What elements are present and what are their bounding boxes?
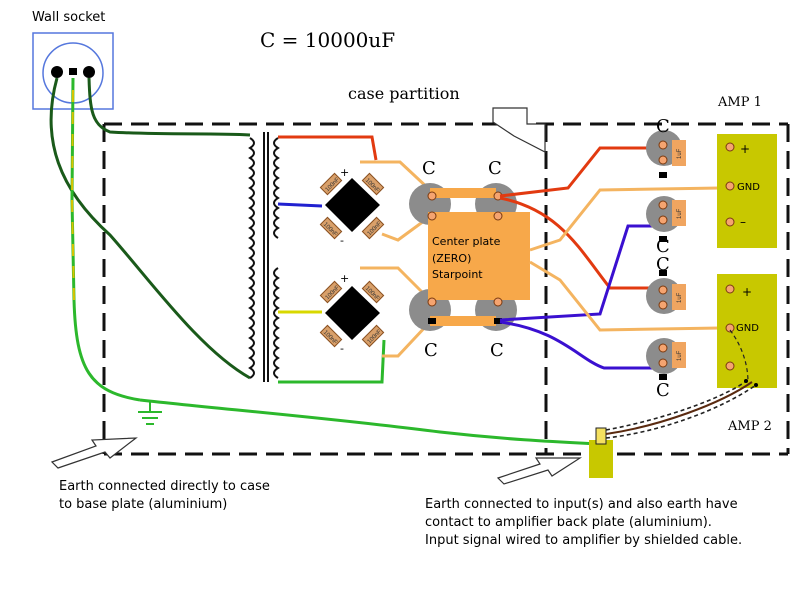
capacitance-heading: C = 10000uF <box>260 28 395 52</box>
cap-label-top-left: C <box>422 158 436 179</box>
svg-text:1uF: 1uF <box>677 350 683 361</box>
amp1-gnd-label: GND <box>737 182 760 193</box>
case-earth-note-line-2: to base plate (aluminium) <box>59 497 227 512</box>
amp-cap-label-2: C <box>656 236 670 257</box>
amp1-minus-label: – <box>740 215 746 229</box>
center-plate-line-2: (ZERO) <box>432 252 471 265</box>
svg-text:-: - <box>340 342 344 355</box>
partition-arrow <box>492 107 546 153</box>
amp2-plus-label: + <box>742 285 752 299</box>
transformer <box>248 132 280 382</box>
case-earth-arrow <box>50 437 138 469</box>
shielded-cable <box>605 329 758 439</box>
amp2-gnd-label: GND <box>736 323 759 334</box>
amp1-board <box>717 134 777 248</box>
svg-text:-: - <box>340 234 344 247</box>
amp2-label: AMP 2 <box>727 419 772 434</box>
center-plate-line-3: Starpoint <box>432 268 483 281</box>
amp1-label: AMP 1 <box>717 95 762 110</box>
input-earth-note-line-3: Input signal wired to amplifier by shiel… <box>425 533 742 548</box>
cap-label-bottom-left: C <box>424 340 438 361</box>
amp-cap-label-1: C <box>656 116 670 137</box>
center-plate <box>428 188 530 326</box>
svg-text:+: + <box>340 166 349 179</box>
case-outline <box>102 122 790 456</box>
svg-text:1uF: 1uF <box>677 292 683 303</box>
input-earth-arrow <box>496 457 583 485</box>
amp-capacitors: 1uF 1uF 1uF 1uF <box>646 130 686 380</box>
center-plate-line-1: Center plate <box>432 235 501 248</box>
earth-ground-symbol <box>138 402 162 425</box>
input-connector <box>589 427 613 478</box>
amp1-plus-label: + <box>740 142 750 156</box>
bridge-rectifier-top: 100nF 100nF 100nF 100nF + - <box>319 166 385 247</box>
bridge-rectifier-bottom: 100nF 100nF 100nF 100nF + - <box>319 272 385 355</box>
svg-text:1uF: 1uF <box>677 208 683 219</box>
case-partition-label: case partition <box>348 84 460 103</box>
svg-text:1uF: 1uF <box>677 148 683 159</box>
capacitor-terminals <box>427 191 503 324</box>
case-earth-note-line-1: Earth connected directly to case <box>59 479 270 494</box>
amp-cap-label-4: C <box>656 380 670 401</box>
amp-cap-label-3: C <box>656 254 670 275</box>
cap-label-bottom-right: C <box>490 340 504 361</box>
input-earth-note-line-2: contact to amplifier back plate (alumini… <box>425 515 712 530</box>
supply-wires <box>499 146 721 370</box>
mains-wires <box>49 77 601 446</box>
secondary-wires <box>277 135 386 384</box>
bridge-ground-wires <box>360 160 432 358</box>
wall-socket-label: Wall socket <box>32 10 105 25</box>
cap-label-top-right: C <box>488 158 502 179</box>
svg-text:+: + <box>340 272 349 285</box>
input-earth-note-line-1: Earth connected to input(s) and also ear… <box>425 497 738 512</box>
